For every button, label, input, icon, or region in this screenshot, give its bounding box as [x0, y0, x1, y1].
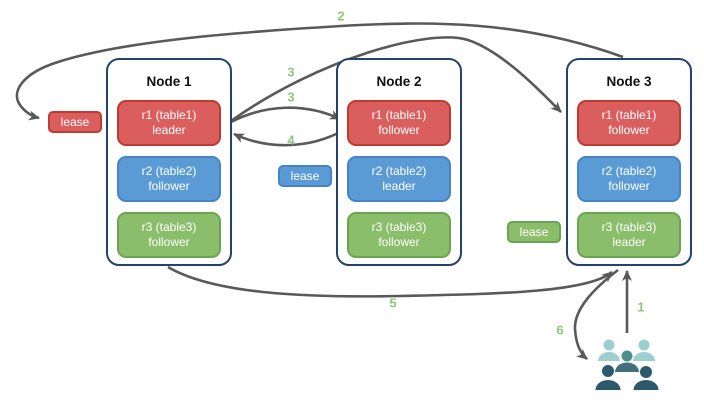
node-2-title: Node 2	[376, 74, 422, 89]
step-label-4: 4	[287, 132, 295, 148]
node2-replica-r3: r3 (table3) follower	[347, 212, 451, 258]
lease-badge-table2: lease	[278, 165, 332, 187]
step-label-1: 1	[637, 299, 645, 315]
lease-badge-table3: lease	[507, 221, 561, 243]
step-label-3a: 3	[287, 64, 295, 80]
arrow-step-5	[167, 265, 613, 298]
arrow-step-3-to-node3	[230, 36, 562, 123]
replica-role: follower	[608, 179, 650, 193]
node3-replica-r3: r3 (table3) leader	[577, 212, 681, 258]
node-3-card: Node 3 r1 (table1) follower r2 (table2) …	[566, 58, 692, 266]
replica-name: r3 (table3)	[601, 220, 657, 234]
step-label-5: 5	[389, 295, 397, 311]
replica-role: follower	[608, 123, 650, 137]
node1-replica-r1: r1 (table1) leader	[117, 100, 221, 146]
lease-badge-table1: lease	[48, 111, 102, 133]
replica-role: leader	[382, 179, 416, 193]
node1-replica-r3: r3 (table3) follower	[117, 212, 221, 258]
replica-name: r2 (table2)	[371, 164, 427, 178]
step-label-6: 6	[556, 322, 564, 338]
replica-name: r3 (table3)	[371, 220, 427, 234]
replica-name: r2 (table2)	[601, 164, 657, 178]
node2-replica-r1: r1 (table1) follower	[347, 100, 451, 146]
node-3-title: Node 3	[606, 74, 652, 89]
replica-role: follower	[378, 235, 420, 249]
node3-replica-r1: r1 (table1) follower	[577, 100, 681, 146]
replica-role: follower	[148, 235, 190, 249]
replica-role: leader	[152, 123, 186, 137]
arrow-step-6	[573, 268, 619, 360]
step-label-3b: 3	[287, 89, 295, 105]
node3-replica-r2: r2 (table2) follower	[577, 156, 681, 202]
replica-name: r1 (table1)	[371, 108, 427, 122]
replica-name: r3 (table3)	[141, 220, 197, 234]
replica-name: r1 (table1)	[601, 108, 657, 122]
arrow-step-4	[233, 128, 345, 147]
replica-name: r1 (table1)	[141, 108, 197, 122]
node1-replica-r2: r2 (table2) follower	[117, 156, 221, 202]
node-2-card: Node 2 r1 (table1) follower r2 (table2) …	[336, 58, 462, 266]
arrow-step-3-to-node2	[230, 106, 341, 124]
arrow-step-2	[15, 22, 624, 121]
step-label-2: 2	[337, 8, 345, 24]
people-group-icon	[595, 339, 659, 390]
node-1-title: Node 1	[146, 74, 192, 89]
replica-role: follower	[378, 123, 420, 137]
node2-replica-r2: r2 (table2) leader	[347, 156, 451, 202]
replica-role: follower	[148, 179, 190, 193]
replica-role: leader	[612, 235, 646, 249]
replica-name: r2 (table2)	[141, 164, 197, 178]
node-1-card: Node 1 r1 (table1) leader r2 (table2) fo…	[106, 58, 232, 266]
